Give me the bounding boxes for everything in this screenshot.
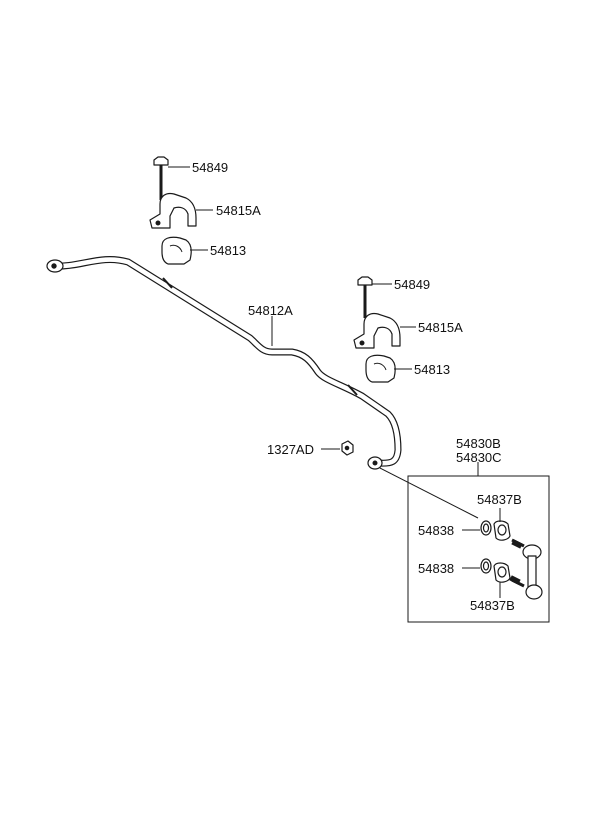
label-link-assy-1: 54830B [456, 436, 501, 451]
bracket-upper [149, 192, 197, 229]
link-rod [509, 538, 543, 600]
link-top-washer [480, 520, 492, 536]
label-bushing-top: 54837B [477, 492, 522, 507]
nut [341, 440, 354, 456]
bushing-right [365, 354, 396, 383]
label-washer-top: 54838 [418, 523, 454, 538]
label-bushing-upper: 54813 [210, 243, 246, 258]
label-stabilizer-bar: 54812A [248, 303, 293, 318]
label-link-assy-2: 54830C [456, 450, 502, 465]
leader-lines [168, 166, 501, 598]
label-nut: 1327AD [267, 442, 314, 457]
link-bottom-washer [480, 558, 492, 574]
label-bolt-right: 54849 [394, 277, 430, 292]
label-bushing-right: 54813 [414, 362, 450, 377]
link-bottom-bushing [493, 562, 511, 583]
label-bolt-upper: 54849 [192, 160, 228, 175]
stabilizer-bar [46, 256, 402, 470]
bolt-upper [153, 156, 169, 200]
link-top-bushing [493, 520, 511, 541]
label-washer-bottom: 54838 [418, 561, 454, 576]
bolt-right [357, 276, 373, 318]
link-assembly-box [379, 462, 550, 623]
label-bushing-bottom: 54837B [470, 598, 515, 613]
bracket-right [353, 312, 401, 349]
bushing-upper [161, 236, 192, 265]
label-bracket-upper: 54815A [216, 203, 261, 218]
label-bracket-right: 54815A [418, 320, 463, 335]
